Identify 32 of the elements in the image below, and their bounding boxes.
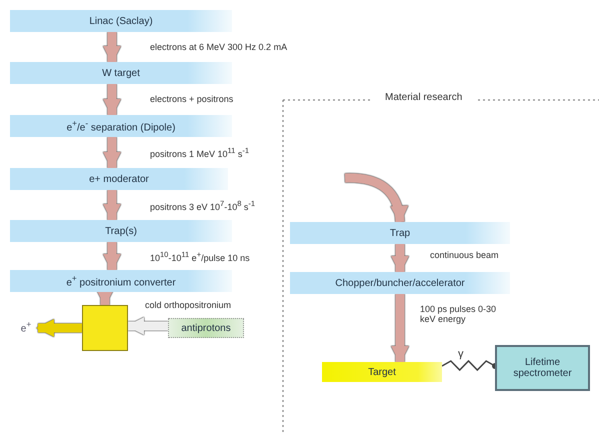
arrow <box>103 242 121 272</box>
edge-label: continuous beam <box>430 250 499 260</box>
edge-label: electrons + positrons <box>150 94 234 104</box>
arrow <box>36 319 82 337</box>
edge-label: positrons 1 MeV 10$^{11}$ s$^{-1}$ <box>150 147 250 160</box>
process-bar: e+ moderator <box>10 168 228 190</box>
section-heading: Material research <box>385 92 462 104</box>
curved-arrow <box>345 174 408 224</box>
process-bar: e$^{+}$/e$^{-}$ separation (Dipole) <box>10 115 232 137</box>
process-bar: Trap(s) <box>10 220 232 242</box>
process-bar: W target <box>10 62 232 84</box>
edge-label: cold orthopositronium <box>145 300 232 310</box>
process-bar: Linac (Saclay) <box>10 10 232 32</box>
edge-label: γ <box>458 348 464 361</box>
edge-label: positrons 3 eV 10$^{7}$-10$^{8}$ s$^{-1}$ <box>150 200 256 212</box>
process-bar: Trap <box>290 222 510 244</box>
converter-box <box>82 305 128 351</box>
arrow <box>103 84 121 117</box>
target-bar: Target <box>322 362 442 382</box>
arrow <box>126 317 168 335</box>
arrow <box>103 32 121 64</box>
output-label: e$^{+}$ <box>14 318 38 336</box>
arrow <box>391 244 409 274</box>
process-bar: e$^{+}$ positronium converter <box>10 270 232 292</box>
edge-label: electrons at 6 MeV 300 Hz 0.2 mA <box>150 42 288 52</box>
spectrometer-box: Lifetime spectrometer <box>495 345 590 391</box>
process-bar: Chopper/buncher/accelerator <box>290 272 510 294</box>
source-box: antiprotons <box>168 318 244 338</box>
edge-label: 10$^{10}$-10$^{11}$ e$^{+}$/pulse 10 ns <box>150 251 250 264</box>
arrow <box>391 294 409 364</box>
arrow <box>103 137 121 170</box>
arrow <box>103 190 121 222</box>
